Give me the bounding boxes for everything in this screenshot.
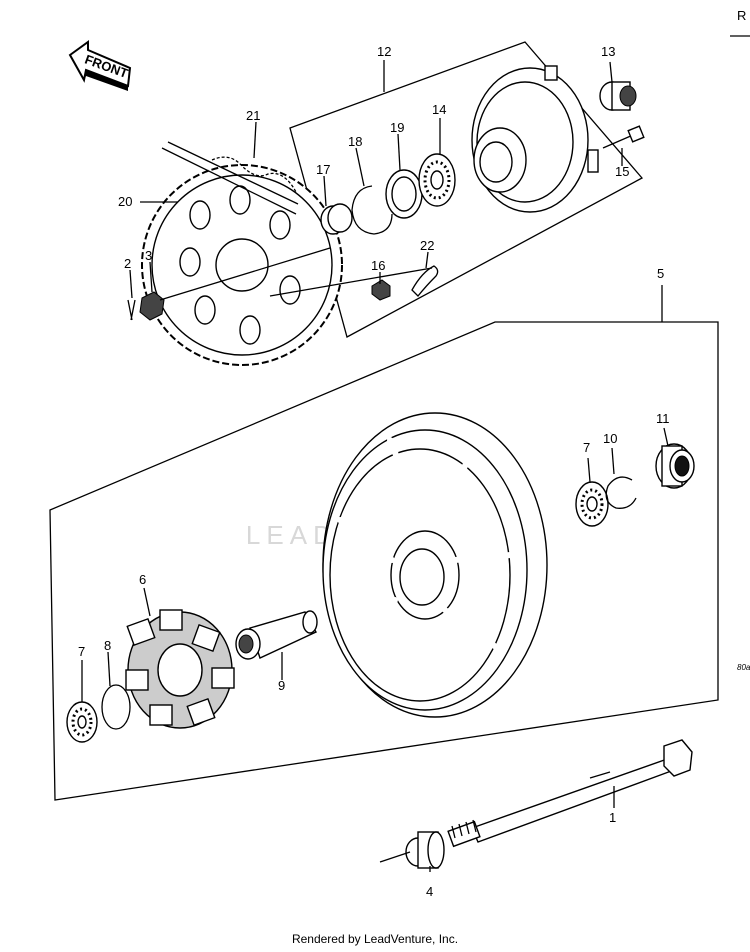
- nut-16: [371, 279, 391, 301]
- o-ring-8: [101, 684, 131, 730]
- corner-letter: R: [737, 8, 747, 23]
- axle-nut-4: [405, 831, 445, 869]
- callout-6: 6: [139, 572, 146, 587]
- callout-20: 20: [118, 194, 132, 209]
- bolt-15: [602, 125, 645, 149]
- castle-nut: [139, 291, 165, 321]
- leader-lines: [81, 61, 669, 872]
- callout-11: 11: [656, 411, 670, 426]
- callout-5: 5: [657, 266, 664, 281]
- callout-17: 17: [316, 162, 330, 177]
- cotter-pin: [127, 299, 136, 321]
- rear-sprocket: [141, 164, 343, 366]
- callout-18: 18: [348, 134, 362, 149]
- callout-2: 2: [124, 256, 131, 271]
- upper-group-frame: [289, 41, 644, 338]
- callout-1: 1: [609, 810, 616, 825]
- callout-10: 10: [603, 431, 617, 446]
- sprocket-coupling-hub: [471, 65, 599, 213]
- callout-16: 16: [371, 258, 385, 273]
- callout-9: 9: [278, 678, 285, 693]
- spacer-17: [320, 203, 353, 235]
- front-arrow-icon: FRONT: [68, 40, 132, 91]
- callout-13: 13: [601, 44, 615, 59]
- circlip-10: [605, 476, 637, 509]
- callout-7-right: 7: [583, 440, 590, 455]
- axle-1: [447, 739, 693, 848]
- footer-credit: Rendered by LeadVenture, Inc.: [291, 932, 459, 946]
- callout-21: 21: [246, 108, 260, 123]
- callout-19: 19: [390, 120, 404, 135]
- bearing-14: [418, 153, 456, 207]
- callout-7-left: 7: [78, 644, 85, 659]
- bearing-7-right: [575, 481, 609, 527]
- oil-seal-11: [655, 443, 695, 489]
- callout-14: 14: [432, 102, 446, 117]
- oil-seal-19: [385, 169, 423, 219]
- callout-15: 15: [615, 164, 629, 179]
- callout-4: 4: [426, 884, 433, 899]
- bearing-7-left: [66, 701, 98, 743]
- side-code: 80a: [737, 663, 750, 672]
- callout-22: 22: [420, 238, 434, 253]
- drive-chain: [161, 141, 299, 215]
- spacer-tube-9: [235, 610, 318, 660]
- collar-13: [599, 81, 637, 111]
- circlip-18: [351, 185, 393, 235]
- coupling-damper-6: [125, 609, 235, 729]
- callout-8: 8: [104, 638, 111, 653]
- lock-plate-22: [411, 265, 439, 297]
- lower-group-frame: [49, 321, 719, 801]
- callout-3: 3: [145, 248, 152, 263]
- cast-wheel: [322, 412, 548, 718]
- callout-12: 12: [377, 44, 391, 59]
